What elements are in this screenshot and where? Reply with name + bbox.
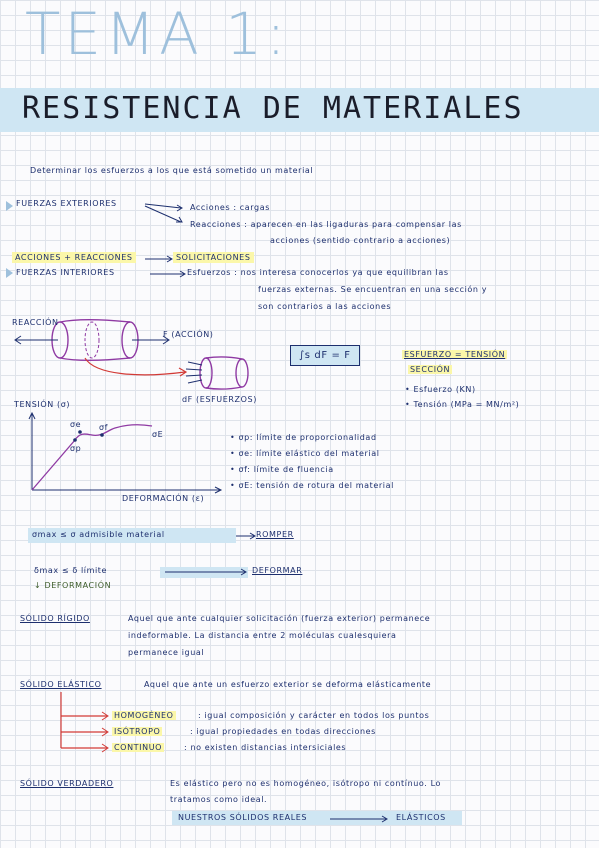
definition-4: • σE: tensión de rotura del material (230, 481, 394, 490)
homogeneo-key: HOMOGÉNEO (112, 711, 176, 720)
stress-strain-graph (28, 411, 223, 494)
solidos-reales-label: NUESTROS SÓLIDOS REALES (178, 813, 308, 822)
solido-verdadero-line-1: Es elástico pero no es homogéneo, isótro… (170, 779, 441, 788)
isotropo-text: : igual propiedades en todas direcciones (190, 727, 376, 736)
fuerzas-interiores-line-1: Esfuerzos : nos interesa conocerlos ya q… (187, 268, 449, 277)
esfuerzo-bullet-1: • Esfuerzo (KN) (405, 385, 476, 394)
bullet-triangle-icon (6, 268, 13, 278)
acciones-reacciones-label: ACCIONES + REACCIONES (12, 252, 136, 263)
fuerzas-exteriores-label: FUERZAS EXTERIORES (16, 199, 117, 208)
acciones-text: Acciones : cargas (190, 203, 270, 212)
page-subtitle: RESISTENCIA DE MATERIALES (22, 91, 524, 126)
definition-1: • σp: límite de proporcionalidad (230, 433, 377, 442)
definition-2: • σe: límite elástico del material (230, 449, 380, 458)
esfuerzo-formula-bottom: SECCIÓN (408, 365, 453, 374)
reaccion-label: REACCIÓN (12, 318, 59, 327)
solido-verdadero-label: SÓLIDO VERDADERO (20, 779, 114, 788)
reacciones-text-2: acciones (sentido contrario a acciones) (270, 236, 451, 245)
fuerzas-interiores-label: FUERZAS INTERIORES (16, 268, 115, 277)
definition-3: • σf: límite de fluencia (230, 465, 334, 474)
deformacion-note: ↓ DEFORMACIÓN (34, 581, 112, 590)
reacciones-text-1: Reacciones : aparecen en las ligaduras p… (190, 220, 462, 229)
graph-sigma-upper-e-label: σE (152, 430, 164, 439)
romper-highlight (28, 528, 236, 543)
homogeneo-text: : igual composición y carácter en todos … (198, 711, 430, 720)
reales-highlight (172, 811, 462, 825)
intro-text: Determinar los esfuerzos a los que está … (30, 166, 314, 175)
arrow-romper-icon (236, 532, 256, 540)
subtitle-band (0, 88, 599, 132)
integral-box: ∫s dF = F (290, 345, 360, 366)
bullet-triangle-icon (6, 201, 13, 211)
solido-rigido-line-2: indeformable. La distancia entre 2 moléc… (128, 631, 397, 640)
elasticos-label: ELÁSTICOS (396, 813, 446, 822)
solido-verdadero-line-2: tratamos como ideal. (170, 795, 268, 804)
esfuerzo-bullet-2: • Tensión (MPa = MN/m²) (405, 400, 520, 409)
deformar-label: DEFORMAR (252, 566, 303, 575)
tube-figure (14, 318, 249, 390)
graph-xlabel: DEFORMACIÓN (ε) (122, 494, 205, 503)
f-accion-label: F (ACCIÓN) (163, 330, 214, 339)
arrow-deformar-icon (165, 568, 247, 576)
isotropo-key: ISÓTROPO (112, 727, 163, 736)
graph-ylabel: TENSIÓN (σ) (14, 400, 71, 409)
romper-condition: σmax ≤ σ admisible material (32, 530, 165, 539)
solido-rigido-label: SÓLIDO RÍGIDO (20, 614, 90, 623)
arrow-to-acciones-icon (144, 203, 183, 212)
continuo-key: CONTINUO (112, 743, 165, 752)
graph-sigma-f-label: σf (99, 423, 109, 432)
deformar-condition: δmax ≤ δ límite (34, 566, 108, 575)
elastic-branch-lines (60, 692, 109, 753)
arrow-solicitaciones-icon (145, 255, 173, 263)
solido-rigido-line-1: Aquel que ante cualquier solicitación (f… (128, 614, 431, 623)
df-esfuerzos-label: dF (ESFUERZOS) (182, 395, 257, 404)
solido-rigido-line-3: permanece igual (128, 648, 205, 657)
solicitaciones-label: SOLICITACIONES (173, 252, 254, 263)
arrow-elasticos-icon (330, 815, 388, 823)
arrow-to-esfuerzos-icon (150, 270, 186, 278)
arrow-to-reacciones-icon (144, 205, 183, 223)
page-title: TEMA 1: (25, 0, 290, 68)
fuerzas-interiores-line-3: son contrarios a las acciones (258, 302, 392, 311)
esfuerzo-formula-top: ESFUERZO = TENSIÓN (402, 350, 508, 359)
continuo-text: : no existen distancias intersiciales (184, 743, 347, 752)
solido-elastico-label: SÓLIDO ELÁSTICO (20, 680, 102, 689)
graph-sigma-p-label: σp (70, 444, 82, 453)
fuerzas-interiores-line-2: fuerzas externas. Se encuentran en una s… (258, 285, 488, 294)
solido-elastico-text: Aquel que ante un esfuerzo exterior se d… (144, 680, 432, 689)
romper-label: ROMPER (256, 530, 294, 539)
graph-sigma-e-label: σe (70, 420, 82, 429)
